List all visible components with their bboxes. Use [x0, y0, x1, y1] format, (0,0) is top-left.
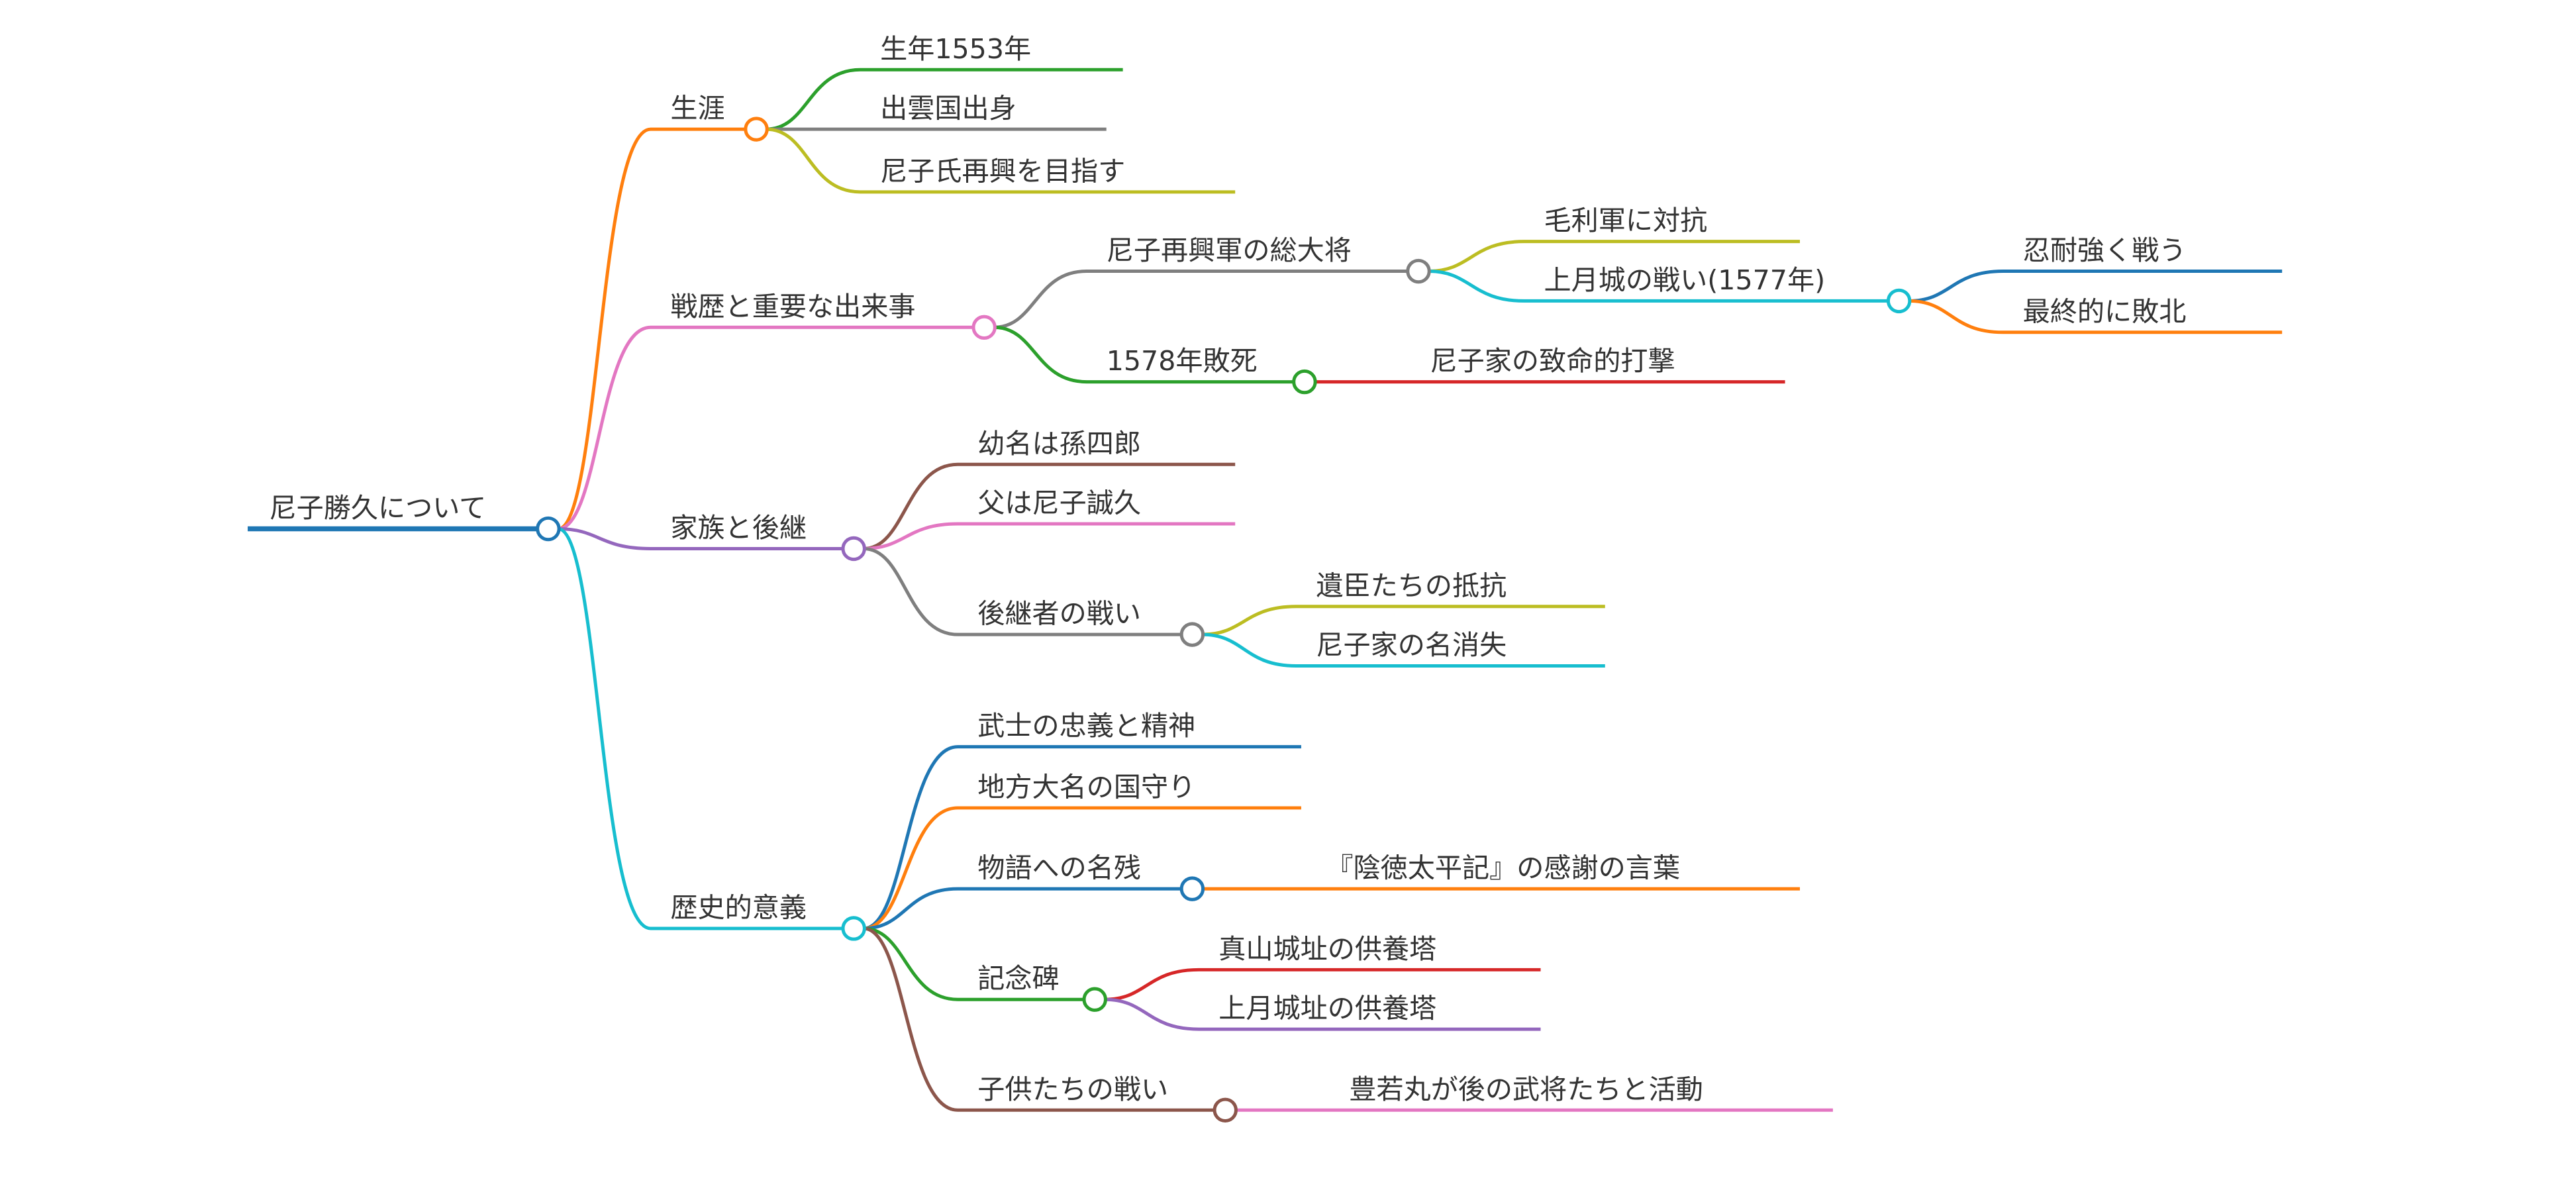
node-intoku[interactable]: 『陰徳太平記』の感謝の言葉 — [1326, 852, 1680, 884]
node-label: 家族と後継 — [670, 512, 807, 544]
edge-defense — [863, 806, 1301, 930]
node-label: 地方大名の国守り — [977, 771, 1195, 803]
node-career[interactable]: 生涯 — [670, 93, 769, 142]
edge-story — [864, 887, 1193, 930]
collapse-toggle-icon[interactable] — [1179, 876, 1205, 901]
node-battles[interactable]: 戦歴と重要な出来事 — [670, 291, 997, 340]
edge-childname — [864, 462, 1236, 550]
node-revival[interactable]: 尼子氏再興を目指す — [880, 155, 1125, 187]
node-death[interactable]: 1578年敗死 — [1107, 345, 1317, 395]
node-toyowaka[interactable]: 豊若丸が後の武将たちと活動 — [1349, 1073, 1703, 1105]
node-monument[interactable]: 記念碑 — [977, 963, 1107, 1012]
node-root[interactable]: 尼子勝久について — [269, 492, 561, 542]
node-label: 『陰徳太平記』の感謝の言葉 — [1326, 852, 1680, 884]
node-succession[interactable]: 後継者の戦い — [977, 598, 1205, 647]
node-label: 毛利軍に対抗 — [1544, 205, 1708, 236]
collapse-toggle-icon[interactable] — [1406, 258, 1431, 284]
node-label: 尼子家の致命的打撃 — [1430, 345, 1675, 377]
node-label: 忍耐強く戦う — [2023, 234, 2187, 266]
edge-born — [766, 68, 1123, 131]
edge-battles — [558, 325, 985, 531]
collapse-toggle-icon[interactable] — [1292, 369, 1317, 395]
edge-kids — [863, 926, 1226, 1112]
node-loyalty[interactable]: 武士の忠義と精神 — [977, 710, 1195, 742]
edge-career — [558, 127, 757, 531]
node-retainers[interactable]: 遺臣たちの抵抗 — [1316, 570, 1507, 601]
edge-kozukitower — [1105, 997, 1541, 1031]
node-label: 真山城址の供養塔 — [1218, 933, 1436, 965]
edge-commander — [994, 270, 1418, 329]
collapse-toggle-icon[interactable] — [1082, 987, 1107, 1012]
node-story[interactable]: 物語への名残 — [977, 852, 1205, 901]
mindmap-edges — [248, 68, 2283, 1112]
node-label: 幼名は孫四郎 — [977, 428, 1141, 460]
edge-significance — [558, 527, 854, 930]
edge-vanish — [1202, 632, 1605, 668]
node-label: 後継者の戦い — [977, 598, 1141, 630]
node-kozuki[interactable]: 上月城の戦い(1577年) — [1544, 264, 1912, 314]
node-origin[interactable]: 出雲国出身 — [880, 93, 1016, 125]
node-label: 遺臣たちの抵抗 — [1316, 570, 1507, 601]
node-family[interactable]: 家族と後継 — [670, 512, 866, 562]
edge-death — [994, 325, 1305, 384]
node-label: 尼子勝久について — [269, 492, 486, 524]
node-label: 歴史的意義 — [670, 892, 807, 924]
mindmap-nodes: 尼子勝久について 生涯 生年1553年出雲国出身尼子氏再興を目指す戦歴と重要な出来事… — [269, 33, 2187, 1123]
edge-loyalty — [863, 745, 1301, 930]
edge-revival — [766, 127, 1236, 194]
edge-succession — [864, 546, 1193, 636]
node-born[interactable]: 生年1553年 — [880, 33, 1031, 65]
node-label: 生年1553年 — [880, 33, 1031, 65]
collapse-toggle-icon[interactable] — [1886, 288, 1912, 314]
node-commander[interactable]: 尼子再興軍の総大将 — [1107, 234, 1431, 284]
node-defense[interactable]: 地方大名の国守り — [977, 771, 1195, 803]
node-significance[interactable]: 歴史的意義 — [670, 892, 866, 941]
node-vanish[interactable]: 尼子家の名消失 — [1316, 629, 1507, 661]
node-label: 上月城の戦い(1577年) — [1544, 264, 1826, 296]
node-father[interactable]: 父は尼子誠久 — [977, 487, 1141, 519]
edge-father — [864, 522, 1236, 550]
node-label: 物語への名残 — [977, 852, 1141, 884]
edge-mori — [1428, 240, 1801, 274]
edge-family — [558, 527, 854, 550]
node-endure[interactable]: 忍耐強く戦う — [2023, 234, 2187, 266]
node-label: 出雲国出身 — [880, 93, 1016, 125]
node-blow[interactable]: 尼子家の致命的打撃 — [1430, 345, 1675, 377]
node-label: 最終的に敗北 — [2023, 295, 2187, 327]
edge-shinyama — [1105, 968, 1541, 1001]
node-label: 記念碑 — [977, 963, 1059, 995]
node-label: 1578年敗死 — [1107, 345, 1258, 377]
node-kids[interactable]: 子供たちの戦い — [977, 1073, 1238, 1123]
node-label: 上月城址の供養塔 — [1218, 993, 1436, 1024]
edge-defeat — [1908, 299, 2283, 334]
collapse-toggle-icon[interactable] — [971, 315, 997, 340]
collapse-toggle-icon[interactable] — [841, 536, 866, 562]
node-label: 尼子再興軍の総大将 — [1107, 234, 1352, 266]
node-label: 豊若丸が後の武将たちと活動 — [1349, 1073, 1703, 1105]
node-label: 戦歴と重要な出来事 — [670, 291, 915, 323]
collapse-toggle-icon[interactable] — [536, 516, 561, 542]
node-defeat[interactable]: 最終的に敗北 — [2023, 295, 2187, 327]
node-label: 生涯 — [670, 93, 724, 125]
edge-monument — [864, 926, 1095, 1001]
node-label: 尼子氏再興を目指す — [880, 155, 1125, 187]
node-mori[interactable]: 毛利軍に対抗 — [1544, 205, 1708, 236]
edge-retainers — [1202, 605, 1605, 636]
node-shinyama[interactable]: 真山城址の供養塔 — [1218, 933, 1436, 965]
node-childname[interactable]: 幼名は孫四郎 — [977, 428, 1141, 460]
collapse-toggle-icon[interactable] — [1213, 1097, 1238, 1123]
node-kozukitower[interactable]: 上月城址の供養塔 — [1218, 993, 1436, 1024]
node-label: 父は尼子誠久 — [977, 487, 1141, 519]
collapse-toggle-icon[interactable] — [1179, 622, 1205, 647]
edge-kozuki — [1428, 270, 1899, 303]
node-label: 尼子家の名消失 — [1316, 629, 1507, 661]
collapse-toggle-icon[interactable] — [841, 916, 866, 941]
edge-endure — [1908, 270, 2283, 303]
node-label: 子供たちの戦い — [977, 1073, 1168, 1105]
node-label: 武士の忠義と精神 — [977, 710, 1195, 742]
collapse-toggle-icon[interactable] — [744, 117, 769, 142]
